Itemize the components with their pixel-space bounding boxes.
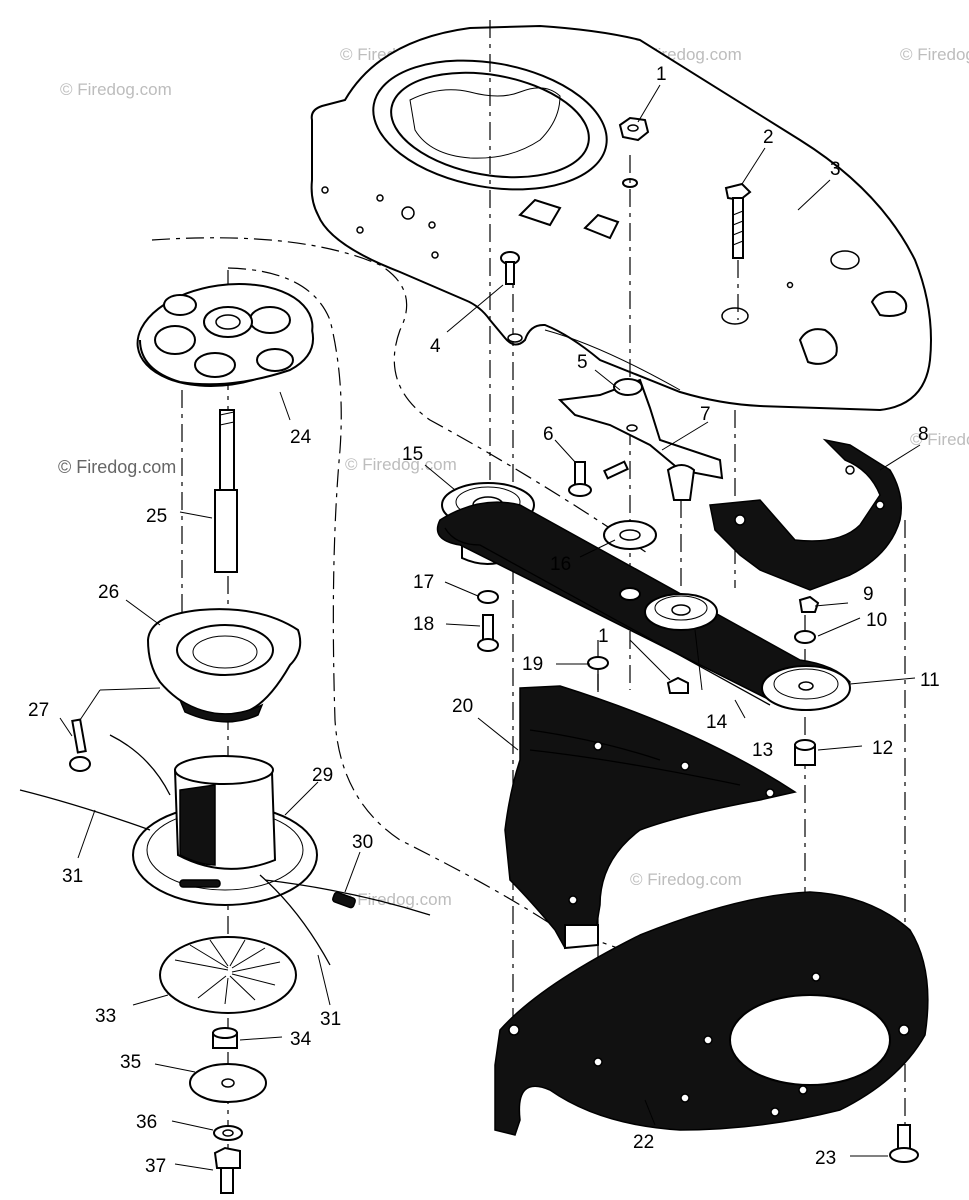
- lower-cover: [494, 891, 929, 1136]
- bolt-icon: [568, 460, 629, 497]
- idler-pulley: [603, 520, 657, 550]
- callout-14: 14: [706, 712, 728, 733]
- deck-cover: [310, 24, 932, 412]
- callout-5: 5: [577, 352, 588, 373]
- callout-6: 6: [543, 424, 554, 445]
- callout-19: 19: [522, 654, 543, 675]
- callout-12: 12: [872, 738, 893, 759]
- pulley: [644, 593, 718, 631]
- bolt-icon: [889, 1124, 919, 1163]
- callout-13: 13: [752, 740, 773, 761]
- watermark: © Firedog.com: [910, 430, 969, 449]
- callout-4: 4: [430, 336, 441, 357]
- callout-27: 27: [28, 700, 49, 721]
- drive-shaft: [214, 409, 238, 573]
- callout-17: 17: [413, 572, 434, 593]
- spindle-plate: [136, 282, 314, 388]
- screw-icon: [69, 718, 91, 772]
- callout-10: 10: [866, 610, 887, 631]
- bolt-icon: [724, 182, 752, 259]
- callout-34: 34: [290, 1029, 312, 1050]
- callout-11: 11: [920, 670, 940, 691]
- watermark: © Firedog.com: [630, 870, 742, 889]
- callout-37: 37: [145, 1156, 166, 1177]
- trimmer-head: [19, 734, 431, 966]
- callout-23: 23: [815, 1148, 836, 1169]
- callout-16: 16: [550, 554, 571, 575]
- callout-22: 22: [633, 1132, 654, 1153]
- callout-33: 33: [95, 1006, 116, 1027]
- watermark: © Firedog.com: [345, 455, 457, 474]
- nut-icon: [618, 116, 650, 188]
- callout-26: 26: [98, 582, 119, 603]
- callout-20: 20: [452, 696, 473, 717]
- callout-1: 1: [656, 64, 667, 85]
- callout-18: 18: [413, 614, 434, 635]
- clutch-housing: [146, 608, 302, 723]
- driven-pulley: [761, 665, 851, 711]
- idler-bracket: [557, 378, 724, 501]
- watermark: © Firedog.com: [900, 45, 969, 64]
- hardware-stack: [189, 1027, 267, 1194]
- callout-35: 35: [120, 1052, 141, 1073]
- callout-30: 30: [352, 832, 373, 853]
- screw-icon: [500, 251, 523, 343]
- leader-lines: [59, 84, 921, 1171]
- callout-9: 9: [863, 584, 874, 605]
- belt-guard: [709, 438, 902, 591]
- watermark: © Firedog.com: [60, 80, 172, 99]
- v-belt: [436, 501, 851, 709]
- callout-36: 36: [136, 1112, 157, 1133]
- watermark: © Firedog.com: [340, 890, 452, 909]
- callout-7: 7: [700, 404, 711, 425]
- callout-3: 3: [830, 159, 841, 180]
- callout-2: 2: [763, 127, 774, 148]
- cutter-disc: [159, 936, 297, 1014]
- callout-24: 24: [290, 427, 312, 448]
- callouts: 1 2 3 4 5 6 7 8 15 16 17 18 9 10 11 12 1…: [28, 64, 940, 1177]
- callout-31: 31: [62, 866, 83, 887]
- callout-8: 8: [918, 424, 929, 445]
- callout-31b: 31: [320, 1009, 341, 1030]
- callout-25: 25: [146, 506, 167, 527]
- small-hardware: [477, 587, 820, 766]
- callout-1b: 1: [598, 626, 609, 647]
- discharge-chute: [504, 685, 797, 950]
- callout-15: 15: [402, 444, 423, 465]
- callout-29: 29: [312, 765, 333, 786]
- watermark-prominent: © Firedog.com: [58, 457, 176, 477]
